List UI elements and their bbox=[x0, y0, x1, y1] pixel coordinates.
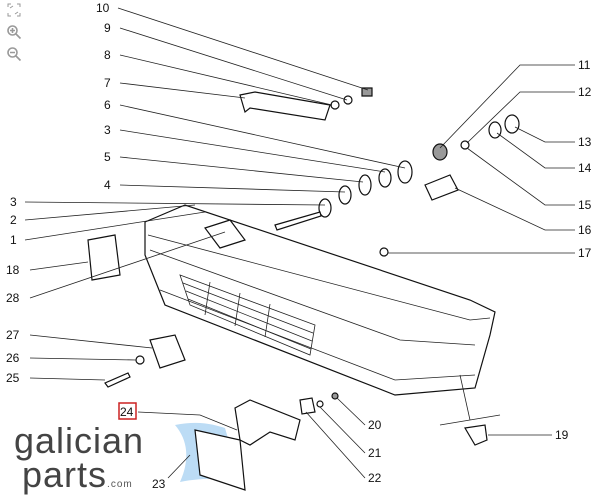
watermark-line2: parts bbox=[22, 454, 108, 495]
callout-25[interactable]: 25 bbox=[6, 371, 20, 385]
clip-22[interactable] bbox=[299, 397, 316, 415]
callout-24[interactable]: 24 bbox=[120, 405, 134, 419]
plate-28[interactable] bbox=[204, 219, 246, 249]
bracket-7[interactable] bbox=[239, 91, 331, 121]
nut-21[interactable] bbox=[316, 400, 324, 408]
bumper[interactable] bbox=[144, 204, 496, 396]
callout-18[interactable]: 18 bbox=[6, 263, 20, 277]
bush-4[interactable] bbox=[338, 185, 352, 205]
callout-9[interactable]: 9 bbox=[104, 21, 111, 35]
bolt-10[interactable] bbox=[361, 87, 373, 97]
callout-11[interactable]: 11 bbox=[578, 58, 591, 72]
callout-21[interactable]: 21 bbox=[368, 446, 382, 460]
callout-1[interactable]: 1 bbox=[10, 233, 17, 247]
viewer-toolbar bbox=[6, 2, 22, 62]
nut-11[interactable] bbox=[432, 143, 448, 161]
callout-4[interactable]: 4 bbox=[104, 178, 111, 192]
callout-2[interactable]: 2 bbox=[10, 213, 17, 227]
callout-23[interactable]: 23 bbox=[152, 477, 166, 491]
callout-16[interactable]: 16 bbox=[578, 223, 592, 237]
callout-22[interactable]: 22 bbox=[368, 471, 382, 485]
callout-3b[interactable]: 3 bbox=[10, 195, 17, 209]
callout-8[interactable]: 8 bbox=[104, 48, 111, 62]
fit-screen-icon[interactable] bbox=[6, 2, 22, 18]
watermark-line1: galician bbox=[14, 420, 145, 461]
callouts: 10 9 8 7 6 3 5 4 3 2 1 18 28 27 26 25 24… bbox=[6, 1, 592, 491]
callout-19[interactable]: 19 bbox=[555, 428, 569, 442]
ring-14[interactable] bbox=[488, 121, 502, 139]
bolt-25[interactable] bbox=[104, 372, 131, 388]
zoom-in-icon[interactable] bbox=[6, 24, 22, 40]
callout-28[interactable]: 28 bbox=[6, 291, 20, 305]
washer-3[interactable] bbox=[378, 168, 392, 188]
clip-19[interactable] bbox=[464, 424, 488, 446]
pad-6[interactable] bbox=[397, 160, 413, 184]
callout-13[interactable]: 13 bbox=[578, 135, 592, 149]
bolt-1[interactable] bbox=[274, 211, 322, 231]
callout-5[interactable]: 5 bbox=[104, 150, 111, 164]
callout-27[interactable]: 27 bbox=[6, 328, 20, 342]
washer-9[interactable] bbox=[343, 95, 353, 105]
nut-26[interactable] bbox=[135, 355, 145, 365]
callout-7[interactable]: 7 bbox=[104, 76, 111, 90]
leader-lines bbox=[24, 7, 575, 479]
clip-17[interactable] bbox=[379, 247, 389, 257]
callout-3[interactable]: 3 bbox=[104, 123, 111, 137]
zoom-out-icon[interactable] bbox=[6, 46, 22, 62]
block-27[interactable] bbox=[149, 334, 186, 369]
nut-8[interactable] bbox=[330, 100, 340, 110]
callout-20[interactable]: 20 bbox=[368, 418, 382, 432]
callout-12[interactable]: 12 bbox=[578, 85, 592, 99]
callout-17[interactable]: 17 bbox=[578, 246, 592, 260]
callout-10[interactable]: 10 bbox=[96, 1, 110, 15]
callout-15[interactable]: 15 bbox=[578, 198, 592, 212]
callout-14[interactable]: 14 bbox=[578, 161, 592, 175]
cap-13[interactable] bbox=[504, 114, 520, 134]
watermark-logo: galician parts.com bbox=[14, 420, 145, 502]
washer-3b[interactable] bbox=[318, 198, 332, 218]
callout-26[interactable]: 26 bbox=[6, 351, 20, 365]
grille-23[interactable] bbox=[194, 429, 246, 491]
highlight-box bbox=[118, 402, 137, 420]
spacer-16[interactable] bbox=[424, 174, 459, 201]
spacer-5[interactable] bbox=[358, 174, 372, 196]
bracket-24[interactable] bbox=[234, 399, 301, 446]
cover-18[interactable] bbox=[87, 234, 121, 281]
screw-20[interactable] bbox=[331, 392, 339, 400]
grille bbox=[179, 274, 316, 356]
callout-6[interactable]: 6 bbox=[104, 98, 111, 112]
watermark-suffix: .com bbox=[107, 479, 133, 490]
